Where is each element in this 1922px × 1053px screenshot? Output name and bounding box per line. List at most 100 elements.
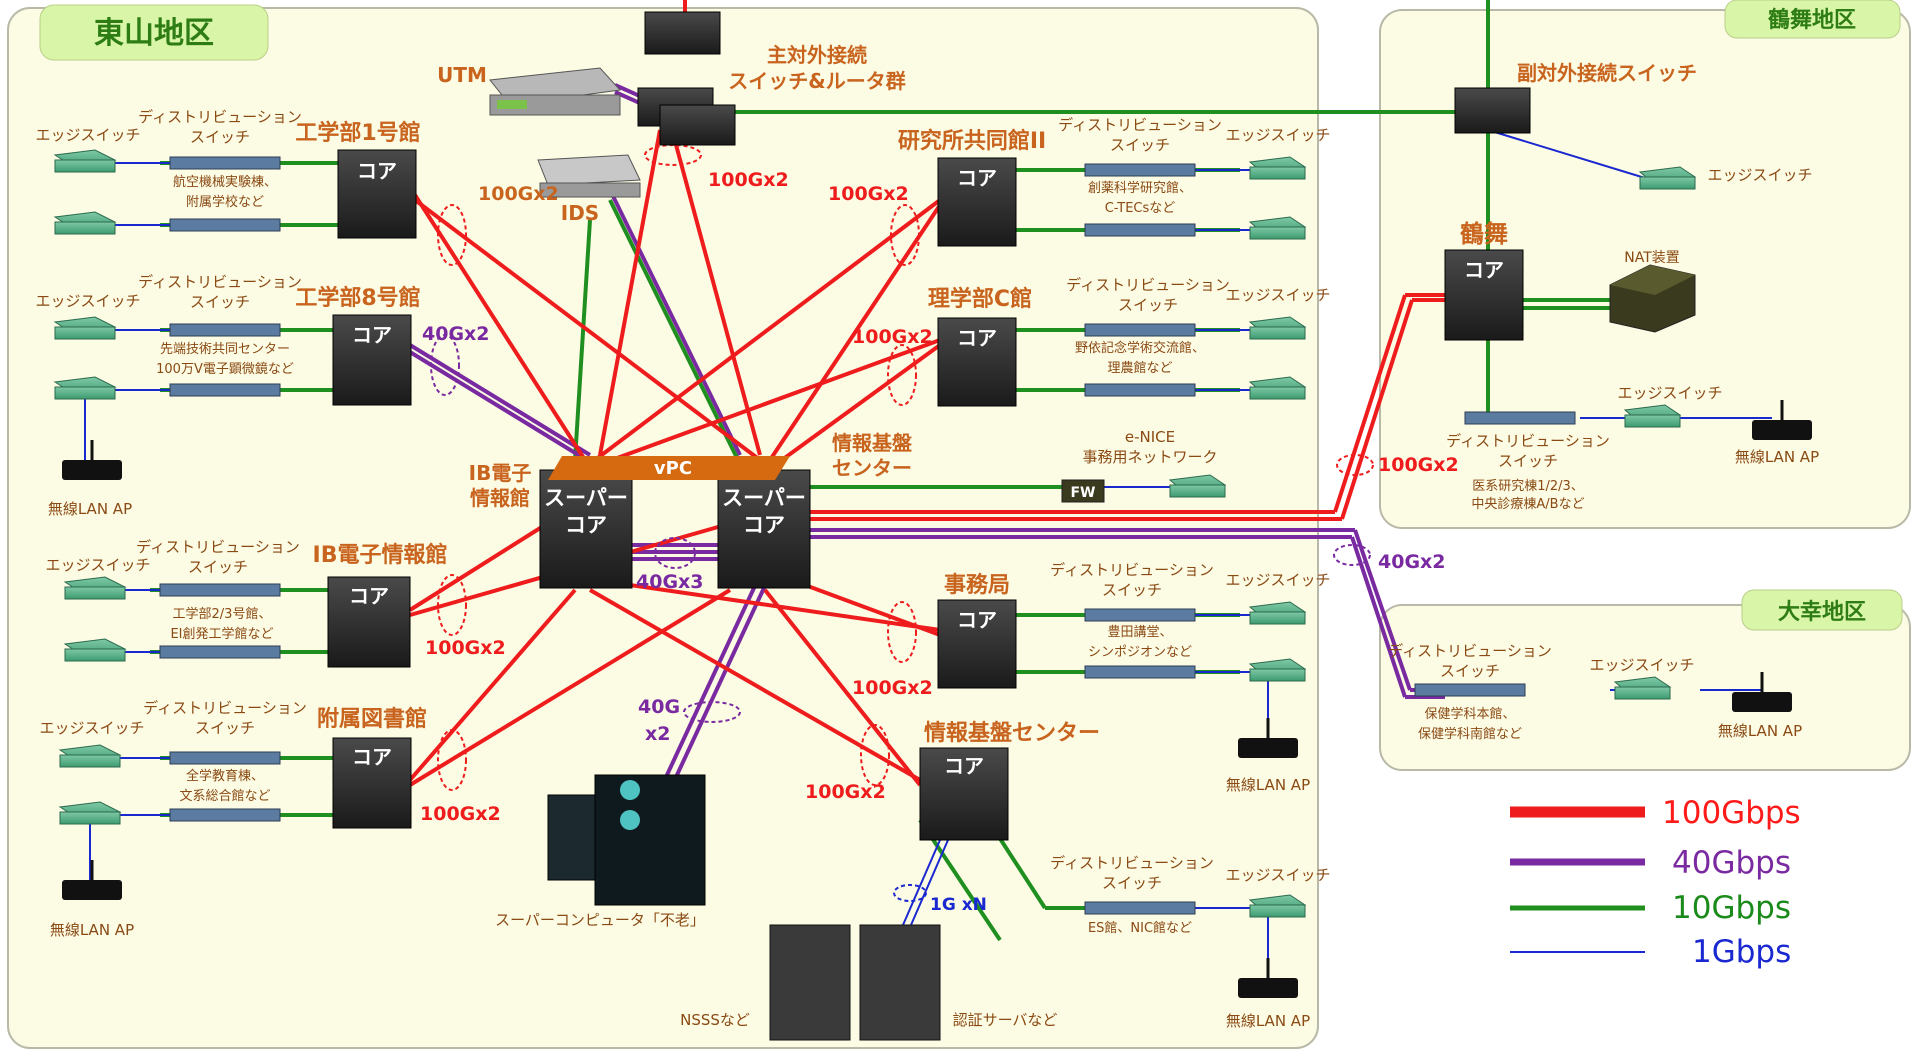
vpc-bar (548, 456, 790, 480)
core-label: コア (957, 608, 997, 632)
ib-label-1: IB電子 (469, 461, 532, 485)
sub-switch[interactable] (1454, 87, 1531, 134)
info-center-2: センター (832, 456, 912, 480)
desc-lab2-1: 創薬科学研究館、 (1088, 180, 1192, 196)
desc-tsurumai-1: 医系研究棟1/2/3、 (1472, 479, 1584, 494)
bw-eng8: 40Gx2 (422, 323, 490, 345)
top-router[interactable] (644, 11, 721, 55)
core-ib[interactable]: コア (327, 576, 411, 668)
core-lab2[interactable]: コア (937, 157, 1017, 247)
dist-label-1: ディストリビューション (136, 538, 300, 556)
edge-label: エッジスイッチ (1225, 126, 1330, 144)
main-router-label-1: 主対外接続 (767, 43, 867, 67)
nat-device[interactable] (1609, 264, 1696, 333)
bundle-markers (430, 144, 1374, 902)
edge-label: エッジスイッチ (1707, 166, 1812, 184)
dist-label-1: ディストリビューション (1050, 854, 1214, 872)
core-office[interactable]: コア (937, 599, 1017, 689)
building-eng8: 工学部8号館 (295, 285, 420, 311)
supercore-label-1: スーパー (544, 486, 628, 510)
fw-device[interactable] (1061, 479, 1105, 503)
dist-label-2: スイッチ (195, 719, 255, 737)
bw-supercomp-2: x2 (645, 723, 670, 745)
core-library[interactable]: コア (332, 737, 412, 829)
core-label: コア (1464, 258, 1504, 282)
core-eng8[interactable]: コア (332, 314, 412, 406)
legend: 100Gbps 40Gbps 10Gbps 1Gbps (1510, 795, 1801, 970)
legend-1: 1Gbps (1692, 934, 1791, 970)
supercomputer-label: スーパーコンピュータ「不老」 (495, 911, 705, 929)
core-label: コア (944, 754, 984, 778)
edge-label: エッジスイッチ (39, 719, 144, 737)
desc-daiko-2: 保健学科南館など (1418, 726, 1522, 742)
main-router-2[interactable] (659, 104, 736, 146)
bw-daiko: 40Gx2 (1378, 551, 1446, 573)
core-label: コア (352, 323, 392, 347)
server-icons (769, 924, 941, 1041)
dist-label-1: ディストリビューション (1066, 276, 1230, 294)
ap-label: 無線LAN AP (1226, 776, 1310, 794)
nsss-label: NSSSなど (680, 1011, 750, 1029)
ids-label: IDS (561, 201, 599, 225)
utm-device[interactable] (489, 67, 622, 116)
core-label: コア (357, 159, 397, 183)
bw-supercomp-1: 40G (638, 696, 680, 718)
links-100g (408, 0, 1445, 787)
core-label: コア (957, 326, 997, 350)
edge-label: エッジスイッチ (1225, 571, 1330, 589)
auth-label: 認証サーバなど (953, 1011, 1058, 1029)
core-sciC[interactable]: コア (937, 317, 1017, 407)
desc-eng8-1: 先端技術共同センター (160, 342, 290, 357)
main-router-label-2: スイッチ&ルータ群 (728, 69, 905, 93)
ap-label: 無線LAN AP (1735, 448, 1819, 466)
sub-switch-label: 副対外接続スイッチ (1517, 61, 1697, 85)
dist-label-1: ディストリビューション (1446, 432, 1610, 450)
bw-1gxn: 1G xN (930, 895, 987, 915)
core-label: コア (352, 745, 392, 769)
building-office: 事務局 (944, 572, 1010, 598)
core-itc[interactable]: コア (919, 747, 1009, 841)
ap-label: 無線LAN AP (1718, 722, 1802, 740)
core-tsurumai[interactable]: コア (1444, 249, 1524, 341)
legend-40: 40Gbps (1672, 845, 1791, 881)
desc-eng1-1: 航空機械実験棟、 (173, 174, 277, 190)
desc-sciC-2: 理農館など (1107, 361, 1172, 376)
vpc-label: vPC (654, 458, 692, 479)
supercore-left[interactable]: スーパー コア (539, 469, 633, 589)
desc-office-1: 豊田講堂、 (1107, 624, 1172, 640)
bw-ib: 100Gx2 (425, 637, 506, 659)
enice-label-1: e-NICE (1125, 428, 1175, 446)
building-tsurumai: 鶴舞 (1460, 220, 1508, 248)
ids-device[interactable] (537, 154, 641, 198)
supercomputer-icon (547, 774, 706, 906)
ap-label: 無線LAN AP (1226, 1012, 1310, 1030)
bw-office: 100Gx2 (852, 677, 933, 699)
dist-label-1: ディストリビューション (138, 108, 302, 126)
region-label-tsurumai: 鶴舞地区 (1768, 7, 1856, 33)
legend-100: 100Gbps (1662, 795, 1801, 831)
edge-label: エッジスイッチ (35, 126, 140, 144)
nat-label: NAT装置 (1624, 250, 1680, 266)
core-eng1[interactable]: コア (337, 149, 417, 239)
edge-label: エッジスイッチ (1617, 384, 1722, 402)
desc-lab2-2: C-TECsなど (1105, 201, 1176, 216)
fw-label: FW (1070, 485, 1095, 501)
dist-label-1: ディストリビューション (143, 699, 307, 717)
building-itc: 情報基盤センター (924, 720, 1100, 746)
info-center-1: 情報基盤 (832, 431, 913, 455)
dist-label-2: スイッチ (1102, 581, 1162, 599)
core-label: コア (349, 584, 389, 608)
bw-lab2: 100Gx2 (828, 183, 909, 205)
supercore-right[interactable]: スーパー コア (717, 469, 811, 589)
desc-ib-2: EI創発工学館など (170, 626, 273, 642)
wireless-ap-icons (62, 400, 1812, 998)
edge-label: エッジスイッチ (35, 292, 140, 310)
ap-label: 無線LAN AP (50, 921, 134, 939)
desc-tsurumai-2: 中央診療棟A/Bなど (1471, 496, 1584, 512)
dist-label-1: ディストリビューション (1050, 561, 1214, 579)
dist-label-2: スイッチ (1118, 296, 1178, 314)
building-ib: IB電子情報館 (313, 542, 448, 568)
region-tag-tsurumai (1724, 0, 1901, 39)
building-eng1: 工学部1号館 (295, 120, 420, 146)
bw-supercore: 40Gx3 (636, 571, 704, 593)
